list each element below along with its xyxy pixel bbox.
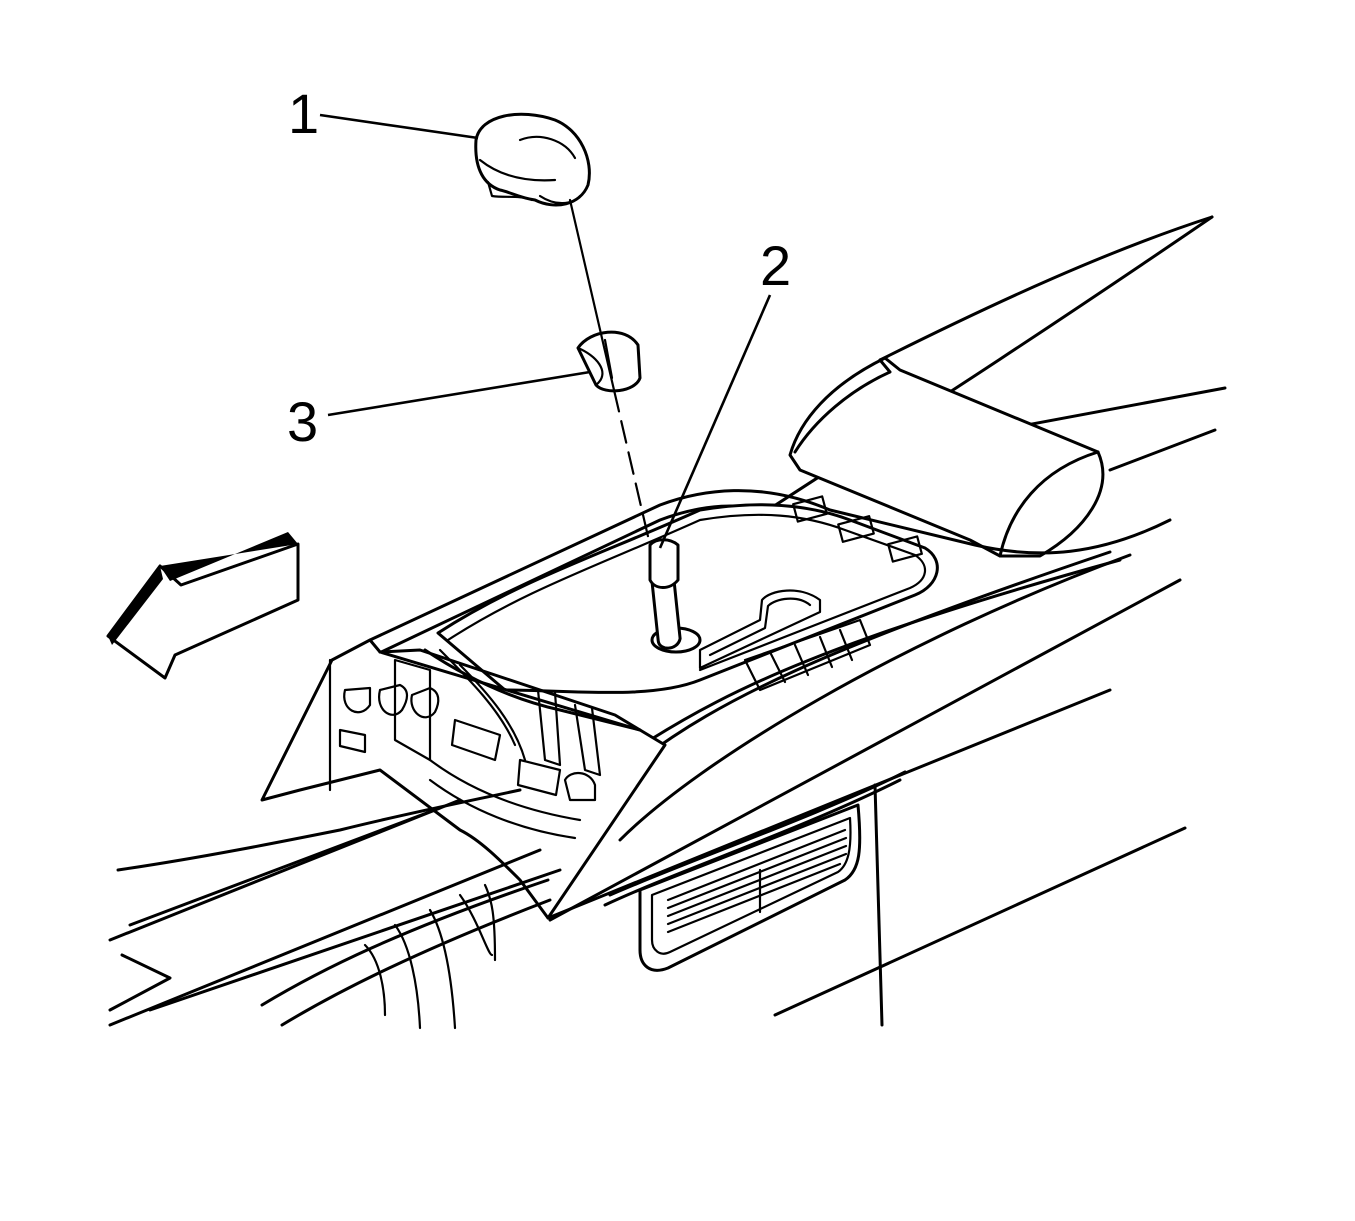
callout-2: 2	[760, 234, 791, 297]
exploded-axis-line	[568, 198, 652, 547]
shift-knob-retainer	[576, 330, 642, 393]
shift-lever	[648, 538, 702, 654]
front-direction-arrow-icon	[106, 532, 300, 680]
callout-3: 3	[287, 390, 318, 453]
leader-line-1	[319, 113, 479, 140]
center-console	[108, 215, 1227, 1030]
callout-1: 1	[288, 82, 319, 145]
leader-line-2	[658, 294, 772, 549]
shift-knob	[474, 112, 591, 207]
leader-line-3	[327, 370, 591, 417]
